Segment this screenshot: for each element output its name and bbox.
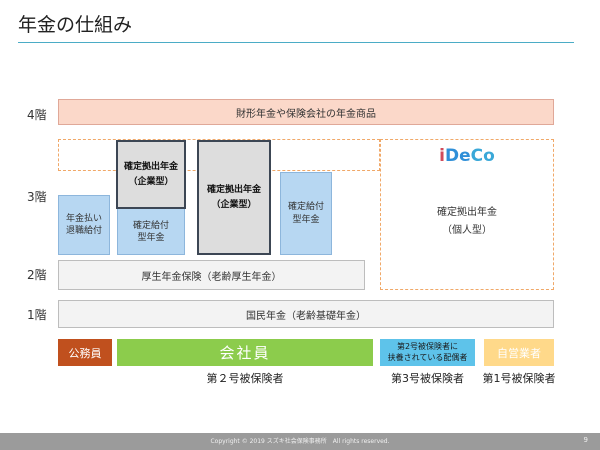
civil-servant-retirement-benefit-box: 年金払い退職給付 <box>58 195 110 255</box>
ideco-logo-de: De <box>445 146 471 166</box>
footer-bar <box>0 433 600 450</box>
defined-benefit-1-line2: 型年金 <box>137 233 165 243</box>
corporate-dc-2-line1: 確定拠出年金 <box>206 185 261 196</box>
civil-servant-badge: 公務員 <box>58 339 112 366</box>
page-number: 9 <box>583 436 588 444</box>
ideco-region <box>380 139 554 290</box>
category-2-label: 第２号被保険者 <box>206 372 284 385</box>
corporate-dc-box-1: 確定拠出年金 （企業型） <box>116 140 186 209</box>
defined-benefit-2-line1: 確定給付 <box>287 202 324 213</box>
ideco-label-line1: 確定拠出年金 <box>437 207 497 218</box>
footer-copyright: Copyright © 2019 スズキ社会保険事務所 All rights r… <box>210 438 390 445</box>
title-underline <box>18 42 574 43</box>
level-1-label: 1階 <box>27 308 47 322</box>
ideco-logo-co: Co <box>470 146 495 166</box>
national-pension-box: 国民年金（老齢基礎年金） <box>58 300 554 328</box>
corporate-dc-1-line2: （企業型） <box>128 176 174 187</box>
dependent-spouse-badge: 第2号被保険者に 扶養されている配偶者 <box>380 339 475 366</box>
category-1-label: 第1号被保険者 <box>482 372 556 385</box>
dependent-spouse-line1: 第2号被保険者に <box>396 342 459 352</box>
ideco-logo-i: i <box>439 146 445 166</box>
defined-benefit-box-1: 確定給付 型年金 <box>117 205 185 255</box>
page-title: 年金の仕組み <box>18 14 133 36</box>
category-3-label: 第3号被保険者 <box>391 372 464 385</box>
employee-pension-box: 厚生年金保険（老齢厚生年金） <box>58 260 365 290</box>
ideco-label: 確定拠出年金 （個人型） <box>380 200 554 244</box>
defined-benefit-2-line2: 型年金 <box>292 214 320 225</box>
level-3-label: 3階 <box>27 190 47 204</box>
defined-benefit-box-2: 確定給付 型年金 <box>280 172 332 255</box>
civil-servant-retirement-benefit-label: 年金払い退職給付 <box>65 213 102 236</box>
level-4-label: 4階 <box>27 108 47 122</box>
corporate-dc-box-2: 確定拠出年金 （企業型） <box>197 140 271 255</box>
corporate-dc-1-line1: 確定拠出年金 <box>123 162 178 173</box>
ideco-label-line2: （個人型） <box>442 225 492 236</box>
dependent-spouse-line2: 扶養されている配偶者 <box>387 352 468 362</box>
company-employee-badge: 会社員 <box>117 339 373 366</box>
level-2-label: 2階 <box>27 268 47 282</box>
corporate-dc-2-line2: （企業型） <box>211 199 257 210</box>
defined-benefit-1-line1: 確定給付 <box>132 220 169 231</box>
private-pension-products-box: 財形年金や保険会社の年金商品 <box>58 99 554 125</box>
self-employed-badge: 自営業者 <box>484 339 554 366</box>
